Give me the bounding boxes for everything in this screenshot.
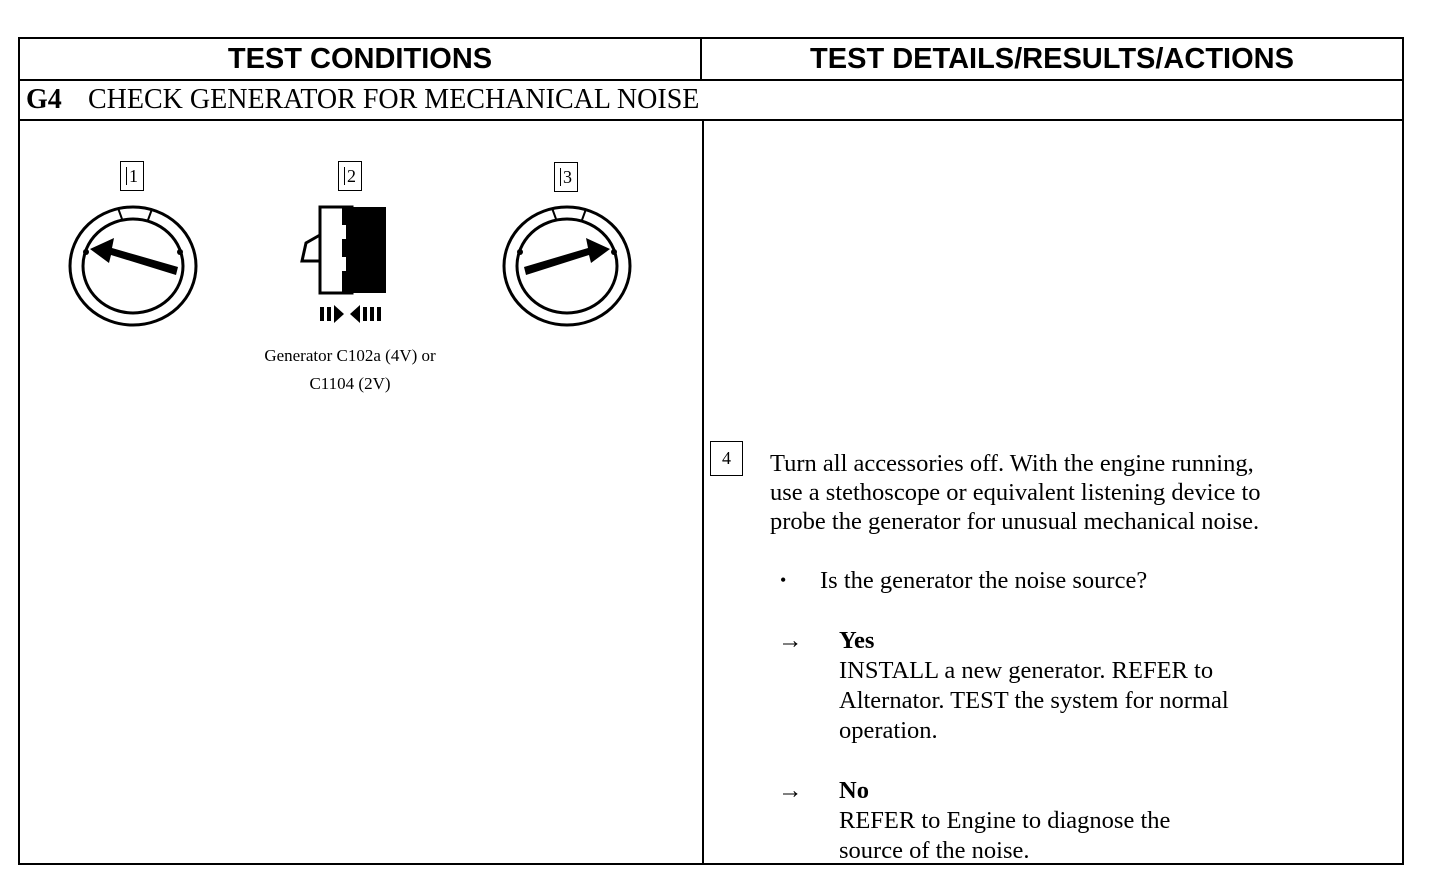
section-title-row: G4 CHECK GENERATOR FOR MECHANICAL NOISE [20,81,1402,121]
answer-yes-label: Yes [839,627,875,654]
callout-3: 3 [554,162,578,192]
arrow-right-icon: → [778,627,803,654]
ignition-switch-off-icon [68,205,198,327]
answer-no-line-1: REFER to Engine to diagnose the [839,807,1171,834]
bullet-icon: • [780,570,787,590]
connector-caption: Generator C102a (4V) or C1104 (2V) [220,342,480,398]
connector-caption-line-2: C1104 (2V) [309,374,391,393]
arrow-right-icon: → [778,777,803,804]
instruction-line-3: probe the generator for unusual mechanic… [770,508,1260,535]
header-test-details: TEST DETAILS/RESULTS/ACTIONS [702,39,1402,81]
section-title: CHECK GENERATOR FOR MECHANICAL NOISE [88,84,700,115]
question-row: • Is the generator the noise source? [780,566,1147,595]
callout-1: 1 [120,161,144,191]
connector-caption-line-1: Generator C102a (4V) or [264,346,436,365]
answer-yes-line-3: operation. [839,717,938,744]
answer-no-line-2: source of the noise. [839,837,1030,864]
instruction-line-2: use a stethoscope or equivalent listenin… [770,479,1261,506]
section-id: G4 [26,84,62,115]
answer-no-label: No [839,777,869,804]
callout-2: 2 [338,161,362,191]
test-table: TEST CONDITIONS TEST DETAILS/RESULTS/ACT… [18,37,1404,865]
step-number: 4 [722,448,731,468]
step-instruction: Turn all accessories off. With the engin… [770,449,1390,536]
ignition-switch-run-icon [502,205,632,327]
question-text: Is the generator the noise source? [820,567,1148,594]
instruction-line-1: Turn all accessories off. With the engin… [770,450,1254,477]
step-number-box: 4 [710,441,743,476]
header-test-conditions: TEST CONDITIONS [20,39,702,81]
column-divider [702,121,704,863]
connector-disconnect-icon [300,205,386,323]
answer-yes-line-2: Alternator. TEST the system for normal [839,687,1229,714]
answer-yes-line-1: INSTALL a new generator. REFER to [839,657,1214,684]
